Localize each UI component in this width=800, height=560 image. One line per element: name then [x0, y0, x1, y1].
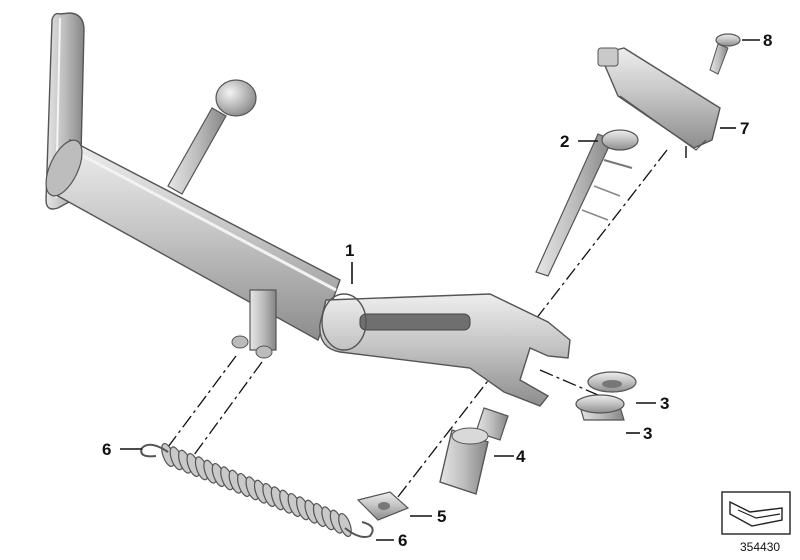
spring-hook [344, 521, 374, 538]
callout-4: 4 [516, 447, 526, 466]
bushings-part-3 [575, 371, 637, 421]
callout-6b: 6 [398, 531, 407, 550]
callout-7: 7 [740, 119, 749, 138]
side-stand-part-1 [45, 12, 571, 407]
side-stand-switch-part-7 [597, 47, 721, 158]
reference-icon [721, 491, 791, 535]
sleeve-part-4 [439, 407, 509, 495]
callout-2: 2 [560, 132, 569, 151]
spring-part-6 [140, 442, 374, 538]
callout-3b: 3 [643, 424, 652, 443]
callout-6a: 6 [102, 440, 111, 459]
pivot-bolt-part-2 [535, 129, 639, 277]
screw-part-8 [709, 33, 741, 75]
callouts: 1 2 3 3 4 5 6 6 7 8 [102, 31, 772, 550]
callout-5: 5 [437, 507, 446, 526]
callout-8: 8 [763, 31, 772, 50]
plate-part-5 [356, 491, 410, 521]
spring-hook [140, 443, 169, 458]
callout-3a: 3 [660, 394, 669, 413]
callout-1: 1 [345, 241, 354, 260]
reference-number: 354430 [740, 540, 780, 554]
